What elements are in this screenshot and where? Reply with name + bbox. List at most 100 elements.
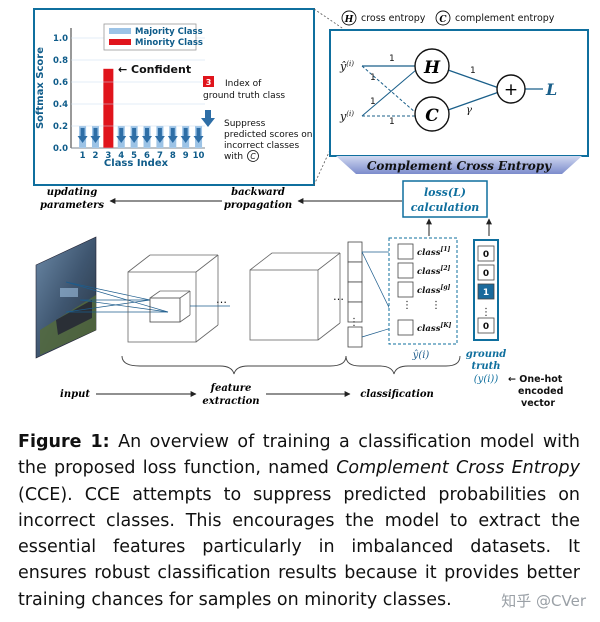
ground-truth-marker xyxy=(203,76,214,87)
watermark: 知乎 @CVer xyxy=(501,592,586,610)
backward-line1: backward xyxy=(231,187,285,198)
gt-cell xyxy=(477,317,495,334)
suppress-arrow-icon xyxy=(142,128,153,143)
input-projection-lines xyxy=(65,281,169,313)
weight-2: 1 xyxy=(370,73,376,83)
legend-majority-label: Majority Class xyxy=(135,27,203,37)
x-tick-label: 5 xyxy=(131,151,137,161)
suppress-arrow-icon xyxy=(116,128,127,143)
plus-node xyxy=(496,74,526,104)
figure-caption: Figure 1: An overview of training a clas… xyxy=(18,429,580,613)
input-image xyxy=(35,236,97,359)
gt-cell-value: 0 xyxy=(483,322,489,332)
conv-block-2 xyxy=(249,252,341,341)
gt-label-line3: (y(i)) xyxy=(474,374,499,385)
connector-dash-top xyxy=(313,8,346,31)
conv-block-1 xyxy=(127,254,219,343)
weight-5: 1 xyxy=(470,66,476,76)
suppress-line1: Suppress xyxy=(224,119,266,129)
gt-vdots: ⋮ xyxy=(481,307,491,318)
x-tick-label: 4 xyxy=(118,151,124,161)
x-tick-label: 6 xyxy=(144,151,150,161)
suppress-arrow-icon xyxy=(129,128,140,143)
y-axis-label: Softmax Score xyxy=(35,47,46,129)
c-legend-label: complement entropy xyxy=(455,13,555,24)
gt-cell xyxy=(477,283,495,300)
caption-text-1: An overview of training a classification… xyxy=(18,432,580,479)
loss-output: L xyxy=(545,80,557,99)
confident-annotation: ← Confident xyxy=(118,63,191,76)
gamma-weight: γ xyxy=(466,105,472,116)
class-score-cell xyxy=(397,319,414,336)
cce-yhat-input: ŷ(i) xyxy=(339,60,354,73)
weight-4: 1 xyxy=(389,117,395,127)
updating-line1: updating xyxy=(47,187,97,198)
x-tick-label: 10 xyxy=(193,151,205,161)
edge-h-plus xyxy=(447,69,500,89)
gt-cell xyxy=(477,245,495,262)
y-tick-label: 1.0 xyxy=(53,34,68,44)
weight-3: 1 xyxy=(370,97,376,107)
gt-cell-value: 1 xyxy=(483,288,489,298)
class-score-cell xyxy=(397,281,414,298)
suppress-arrow-icon xyxy=(90,128,101,143)
c-node xyxy=(414,96,450,132)
gt-cell xyxy=(477,264,495,281)
x-tick-label: 2 xyxy=(93,151,99,161)
gt-note-line1: Index of xyxy=(225,79,262,89)
h-node-letter: H xyxy=(423,58,441,78)
x-tick-label: 1 xyxy=(80,151,86,161)
suppress-arrow-icon xyxy=(167,128,178,143)
suppress-arrow-icon xyxy=(154,128,165,143)
suppress-arrow-icon xyxy=(180,128,191,143)
complement-symbol-icon xyxy=(247,150,259,162)
x-tick-label: 8 xyxy=(170,151,176,161)
plus-node-symbol: + xyxy=(504,80,518,100)
suppress-line4: with xyxy=(224,152,243,162)
caption-method-name: Complement Cross Entropy xyxy=(336,458,580,479)
loss-line2: calculation xyxy=(411,201,480,214)
y-tick-label: 0.4 xyxy=(53,100,68,110)
x-axis-label: Class Index xyxy=(104,158,169,169)
gt-note-line2: ground truth class xyxy=(203,91,285,101)
gt-cell-value: 0 xyxy=(483,269,489,279)
suppress-arrow-icon xyxy=(77,128,88,143)
edge-y-h xyxy=(361,69,417,117)
gt-cell-value: 0 xyxy=(483,250,489,260)
cce-title-band xyxy=(336,156,582,174)
caption-text-2: (CCE). CCE attempts to suppress predicte… xyxy=(18,484,580,610)
connector-dash-bottom xyxy=(313,149,331,186)
onehot-line3: vector xyxy=(521,398,555,409)
h-legend-icon xyxy=(341,10,357,26)
y-tick-label: 0.8 xyxy=(53,56,68,66)
bar xyxy=(103,68,114,148)
loss-line1: loss(L) xyxy=(424,186,466,199)
complement-symbol-text: C xyxy=(250,152,256,161)
suppress-line2: predicted scores on xyxy=(224,130,313,140)
onehot-line1: ← One-hot xyxy=(508,374,563,385)
h-legend-letter: H xyxy=(344,15,354,25)
updating-line2: parameters xyxy=(40,200,104,211)
weight-1: 1 xyxy=(389,54,395,64)
legend-minority-swatch xyxy=(109,39,131,45)
onehot-line2: encoded xyxy=(518,386,563,397)
cce-y-input: y(i) xyxy=(339,110,354,123)
class-score-cell xyxy=(397,262,414,279)
suppress-arrow-icon xyxy=(193,128,204,143)
class-score-cell xyxy=(397,243,414,260)
suppress-arrow-icon xyxy=(201,110,215,127)
c-legend-icon xyxy=(435,10,451,26)
x-tick-label: 9 xyxy=(183,151,189,161)
feature-vdots: ⋮ xyxy=(349,317,359,328)
gt-label-line1: ground xyxy=(466,349,506,360)
edge-yhat-c xyxy=(361,65,417,114)
feature-line1: feature xyxy=(210,383,252,394)
edge-c-plus xyxy=(447,91,500,111)
h-legend-label: cross entropy xyxy=(361,13,426,24)
y-tick-label: 0.0 xyxy=(53,144,68,154)
legend-minority-label: Minority Class xyxy=(135,38,203,48)
ground-truth-marker-text: 3 xyxy=(206,78,212,87)
pred-vdots-left: ⋮ xyxy=(402,300,412,311)
